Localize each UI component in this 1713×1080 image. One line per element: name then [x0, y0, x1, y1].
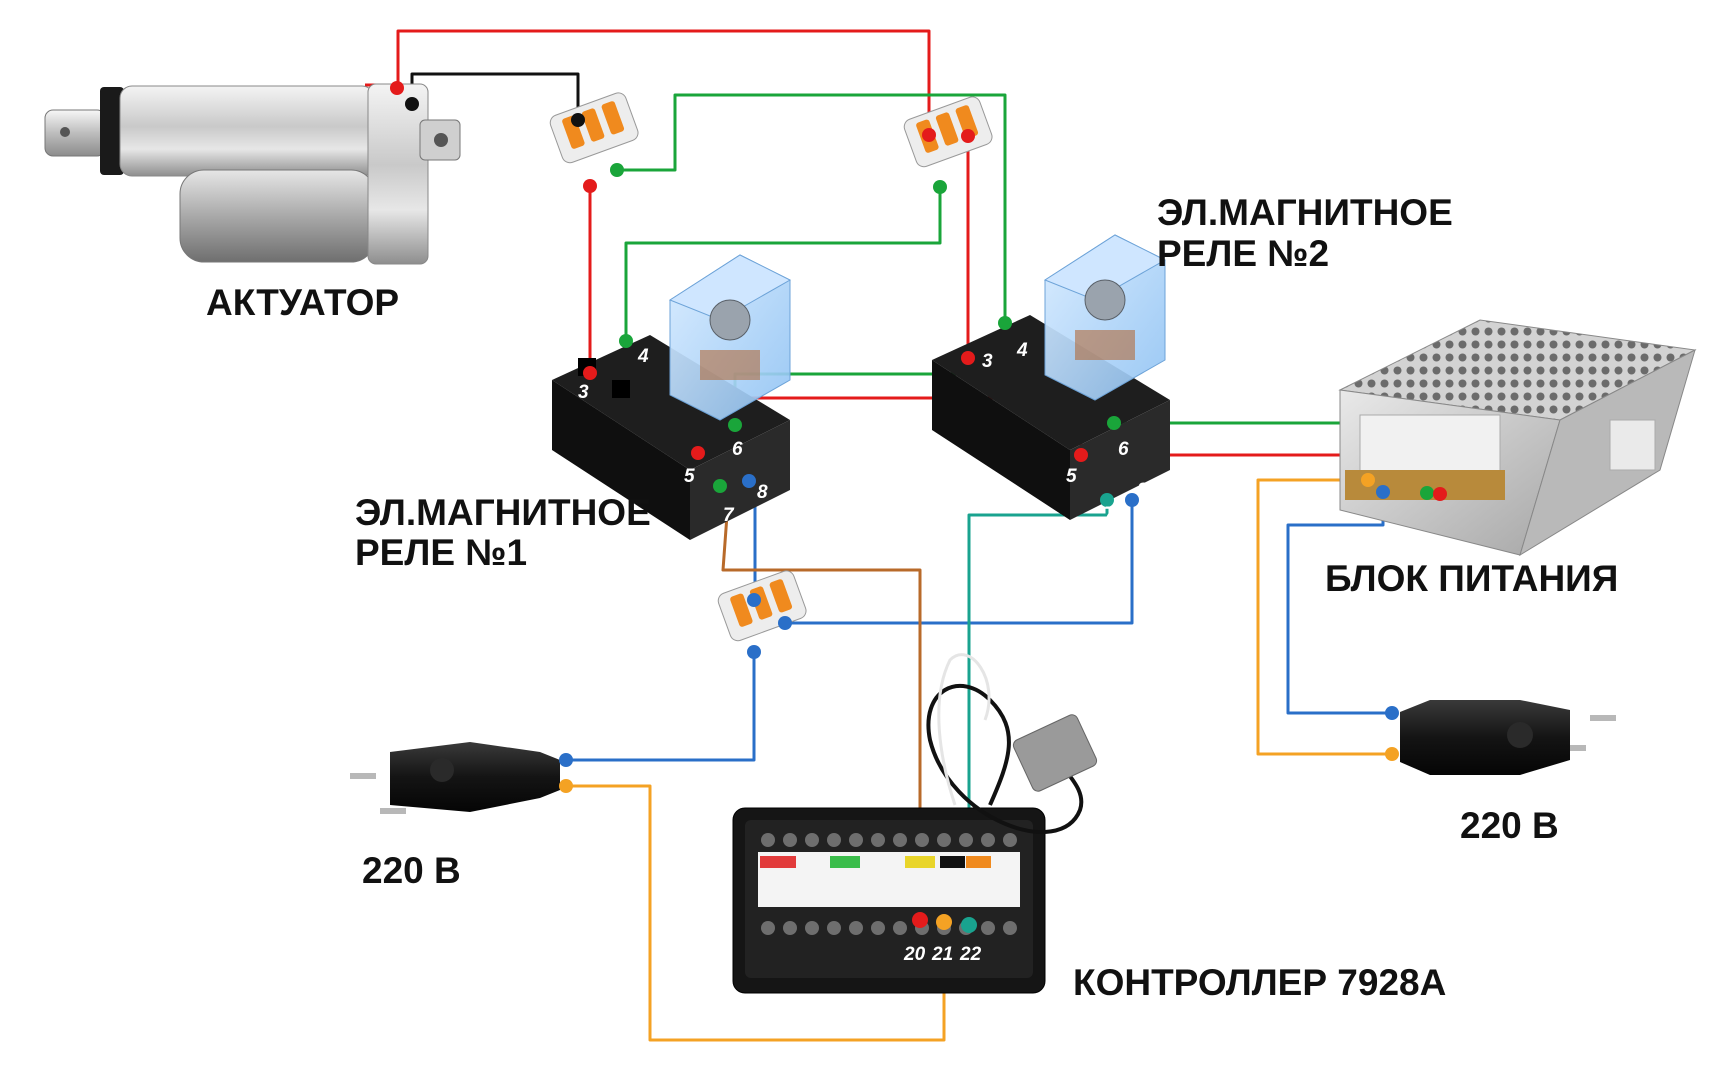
terminal-row-top — [761, 833, 1017, 847]
relay1-label-line2: РЕЛЕ №1 — [355, 532, 528, 573]
power-supply — [1338, 319, 1697, 557]
plug-left — [350, 742, 560, 814]
dot-green — [998, 316, 1012, 330]
dot-red — [583, 179, 597, 193]
plug-right-label: 220 В — [1460, 805, 1559, 846]
wago-connector-2 — [903, 96, 993, 168]
connection-dots — [390, 81, 1447, 933]
dot-orange — [559, 779, 573, 793]
dot-blue — [559, 753, 573, 767]
dot-orange — [1361, 473, 1375, 487]
dot-teal — [1100, 493, 1114, 507]
relay2-pin-8: 8 — [1137, 480, 1148, 501]
dot-green — [713, 479, 727, 493]
controller-terminal-21: 21 — [932, 944, 954, 965]
relay1-pin-6: 6 — [732, 439, 743, 460]
relay2-label-line2: РЕЛЕ №2 — [1157, 233, 1330, 274]
wire-orange-psu-to-plug-right — [1256, 478, 1392, 756]
dot-blue — [1376, 485, 1390, 499]
plug-right — [1400, 700, 1616, 775]
dot-blue — [1385, 706, 1399, 720]
dot-blue — [1125, 493, 1139, 507]
controller-terminal-20: 20 — [904, 944, 926, 965]
dot-green — [933, 180, 947, 194]
humidity-sensor — [1012, 714, 1098, 792]
actuator-label: АКТУАТОР — [206, 282, 400, 323]
wago-connector-1 — [549, 92, 639, 164]
dot-red — [583, 366, 597, 380]
sensor-white-cable — [937, 653, 991, 806]
relay2-pin-4: 4 — [1017, 340, 1028, 361]
dot-red — [912, 912, 928, 928]
relay1-pin-5: 5 — [684, 466, 695, 487]
dot-green — [1420, 486, 1434, 500]
dot-teal — [961, 917, 977, 933]
wire-blue-wago3-to-relay2-8 — [785, 500, 1134, 625]
plug-left-label: 220 В — [362, 850, 461, 891]
wire-blue-psu-to-plug-right — [1286, 492, 1392, 715]
dot-blue — [747, 645, 761, 659]
dot-black — [405, 97, 419, 111]
relay1-label-line1: ЭЛ.МАГНИТНОЕ — [355, 492, 651, 533]
wire-black-actuator — [410, 72, 580, 119]
dot-red — [961, 351, 975, 365]
wire-blue-wago3-to-plug-left — [566, 652, 756, 762]
wire-green-wago1-to-top — [617, 93, 1007, 320]
dot-orange — [936, 914, 952, 930]
dot-red — [1433, 487, 1447, 501]
wire-brown-relay1-7-to-ctrl — [721, 514, 922, 920]
controller-label: КОНТРОЛЛЕР 7928А — [1073, 962, 1447, 1003]
dot-red — [390, 81, 404, 95]
dot-blue — [747, 593, 761, 607]
wago-connector-3 — [717, 570, 807, 642]
relay2-pin-7: 7 — [1104, 504, 1115, 525]
actuator — [44, 83, 461, 265]
relay2-label-line1: ЭЛ.МАГНИТНОЕ — [1157, 192, 1453, 233]
controller — [732, 653, 1098, 994]
dot-green — [610, 163, 624, 177]
psu-label: БЛОК ПИТАНИЯ — [1325, 558, 1619, 599]
dot-green — [1107, 416, 1121, 430]
relay-2 — [932, 234, 1170, 520]
controller-terminal-22: 22 — [960, 944, 982, 965]
relay1-pin-7: 7 — [723, 505, 734, 526]
relay1-pin-8: 8 — [757, 482, 768, 503]
relay1-pin-3: 3 — [578, 382, 589, 403]
dot-blue — [742, 474, 756, 488]
wire-red-actuator-top — [365, 29, 931, 132]
dot-green — [728, 418, 742, 432]
dot-black — [571, 113, 585, 127]
relay2-pin-6: 6 — [1118, 439, 1129, 460]
relay1-pin-4: 4 — [638, 346, 649, 367]
sensor-cable — [926, 683, 1084, 835]
dot-green — [619, 334, 633, 348]
wire-teal-relay2-7-to-ctrl — [967, 500, 1109, 925]
wire-green-wago2-to-relay1-4 — [624, 187, 942, 341]
dot-orange — [1385, 747, 1399, 761]
relay-1 — [552, 254, 792, 540]
dot-blue — [778, 616, 792, 630]
dot-red — [961, 129, 975, 143]
dot-red — [922, 128, 936, 142]
dot-red — [1074, 448, 1088, 462]
relay2-pin-5: 5 — [1066, 466, 1077, 487]
dot-red — [691, 446, 705, 460]
wire-orange-plug-left — [566, 784, 946, 1042]
relay2-pin-3: 3 — [982, 351, 993, 372]
